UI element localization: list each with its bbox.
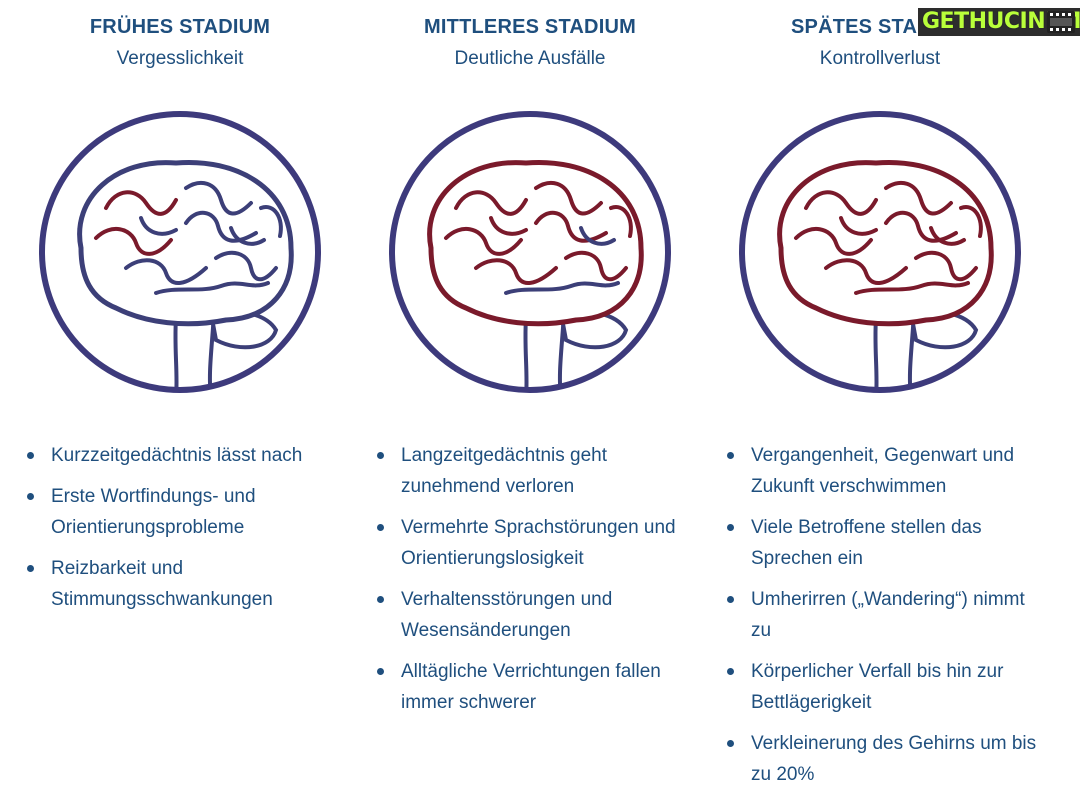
bullet-dot-icon	[27, 452, 34, 459]
brain-gyrus	[184, 180, 253, 216]
brain-gyrus	[794, 227, 873, 256]
stage-column-middle: MITTLERES STADIUM Deutliche Ausfälle Lan…	[350, 0, 710, 797]
symptom-text: Vergangenheit, Gegenwart und Zukunft ver…	[751, 445, 1015, 497]
brain-gyrus	[839, 216, 878, 236]
symptom-item: Verhaltensstörungen und Wesensänderungen	[377, 584, 697, 646]
brain-gyrus	[824, 258, 908, 285]
bullet-dot-icon	[27, 565, 34, 572]
brain-stem	[173, 310, 217, 390]
symptom-item: Langzeitgedächtnis geht zunehmend verlor…	[377, 440, 697, 502]
brain-gyrus	[94, 227, 173, 256]
stage-title: MITTLERES STADIUM	[424, 16, 636, 38]
symptom-text: Langzeitgedächtnis geht zunehmend verlor…	[401, 445, 607, 497]
brain-svg	[39, 111, 321, 393]
symptom-item: Kurzzeitgedächtnis lässt nach	[27, 440, 347, 471]
brain-gyrus	[454, 190, 528, 216]
brain-illustration-middle	[386, 108, 674, 396]
symptom-text: Kurzzeitgedächtnis lässt nach	[51, 445, 303, 466]
symptom-text: Viele Betroffene stellen das Sprechen ei…	[751, 517, 982, 569]
brain-gyrus	[609, 205, 633, 238]
symptom-item: Viele Betroffene stellen das Sprechen ei…	[727, 512, 1047, 574]
stage-column-early: FRÜHES STADIUM Vergesslichkeit Kurzzeitg…	[0, 0, 360, 797]
symptom-list: Vergangenheit, Gegenwart und Zukunft ver…	[727, 440, 1047, 800]
symptom-item: Verkleinerung des Gehirns um bis zu 20%	[727, 728, 1047, 790]
brain-gyrus	[959, 205, 983, 238]
brain-gyrus	[229, 226, 266, 246]
brain-gyrus	[579, 226, 616, 246]
brain-gyrus	[854, 281, 970, 295]
bullet-dot-icon	[727, 452, 734, 459]
brain-gyrus	[444, 227, 523, 256]
brain-gyrus	[474, 258, 558, 285]
bullet-dot-icon	[727, 596, 734, 603]
bullet-dot-icon	[727, 524, 734, 531]
symptom-text: Alltägliche Verrichtungen fallen immer s…	[401, 661, 661, 713]
brain-gyrus	[564, 250, 628, 282]
symptom-item: Vermehrte Sprachstörungen und Orientieru…	[377, 512, 697, 574]
brain-frame-circle	[389, 111, 671, 393]
watermark-logo: GETHUCINEMA	[918, 6, 1080, 38]
bullet-dot-icon	[377, 596, 384, 603]
symptom-text: Umherirren („Wandering“) nimmt zu	[751, 589, 1025, 641]
bullet-dot-icon	[727, 740, 734, 747]
brain-frame-circle	[739, 111, 1021, 393]
symptom-text: Erste Wortfindungs- und Orientierungspro…	[51, 486, 256, 538]
brain-illustration-late	[736, 108, 1024, 396]
symptom-item: Umherirren („Wandering“) nimmt zu	[727, 584, 1047, 646]
bullet-dot-icon	[377, 452, 384, 459]
film-strip-icon	[1047, 11, 1075, 33]
bullet-dot-icon	[727, 668, 734, 675]
stage-title: FRÜHES STADIUM	[89, 16, 271, 38]
brain-gyrus	[804, 190, 878, 216]
brain-gyrus	[504, 281, 620, 295]
brain-gyrus	[259, 205, 283, 238]
stage-subtitle: Deutliche Ausfälle	[454, 48, 606, 69]
symptom-item: Vergangenheit, Gegenwart und Zukunft ver…	[727, 440, 1047, 502]
brain-frame-circle	[39, 111, 321, 393]
brain-group	[777, 159, 994, 390]
brain-gyrus	[489, 216, 528, 236]
symptom-list: Kurzzeitgedächtnis lässt nach Erste Wort…	[27, 440, 347, 625]
bullet-dot-icon	[377, 668, 384, 675]
brain-svg	[739, 111, 1021, 393]
symptom-item: Alltägliche Verrichtungen fallen immer s…	[377, 656, 697, 718]
brain-illustration-early	[36, 108, 324, 396]
brain-gyrus	[914, 250, 978, 282]
stage-subtitle: Kontrollverlust	[819, 48, 941, 69]
symptom-text: Vermehrte Sprachstörungen und Orientieru…	[401, 517, 676, 569]
stage-column-late: SPÄTES STADIUM Kontrollverlust Vergangen…	[700, 0, 1060, 797]
brain-gyrus	[154, 281, 270, 295]
brain-gyrus	[214, 250, 278, 282]
symptom-text: Körperlicher Verfall bis hin zur Bettläg…	[751, 661, 1004, 713]
symptom-item: Erste Wortfindungs- und Orientierungspro…	[27, 481, 347, 543]
symptom-item: Reizbarkeit und Stimmungsschwankungen	[27, 553, 347, 615]
symptom-list: Langzeitgedächtnis geht zunehmend verlor…	[377, 440, 697, 728]
brain-stem	[523, 310, 567, 390]
brain-gyrus	[104, 190, 178, 216]
brain-group	[427, 159, 644, 390]
bullet-dot-icon	[377, 524, 384, 531]
brain-stem	[873, 310, 917, 390]
stage-subtitle: Vergesslichkeit	[116, 48, 244, 69]
bullet-dot-icon	[27, 493, 34, 500]
brain-gyrus	[929, 226, 966, 246]
symptom-text: Verhaltensstörungen und Wesensänderungen	[401, 589, 613, 641]
symptom-item: Körperlicher Verfall bis hin zur Bettläg…	[727, 656, 1047, 718]
symptom-text: Verkleinerung des Gehirns um bis zu 20%	[751, 733, 1037, 785]
brain-group	[77, 159, 294, 390]
brain-gyrus	[534, 180, 603, 216]
brain-gyrus	[124, 258, 208, 285]
brain-gyrus	[139, 216, 178, 236]
brain-gyrus	[884, 180, 953, 216]
brain-svg	[389, 111, 671, 393]
symptom-text: Reizbarkeit und Stimmungsschwankungen	[51, 558, 273, 610]
